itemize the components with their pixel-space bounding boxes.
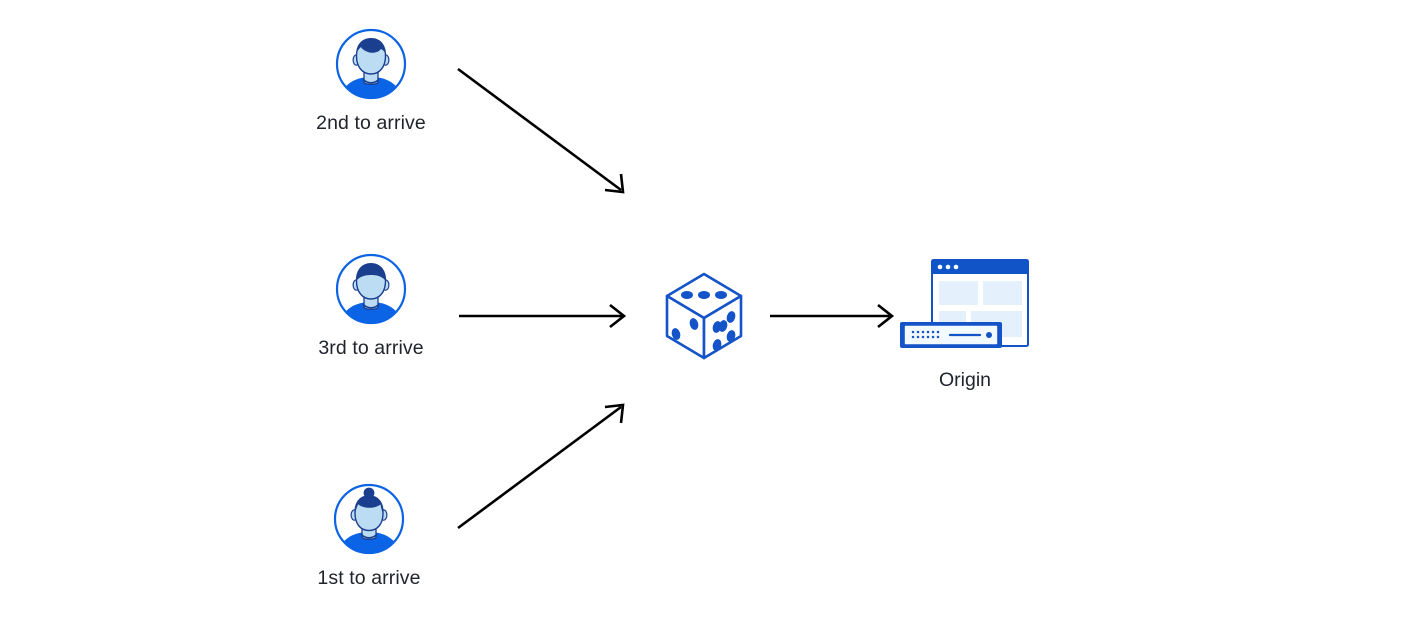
client-label-2nd: 2nd to arrive [316,112,426,134]
user-avatar-icon [334,27,408,101]
client-node-2nd[interactable]: 2nd to arrive [296,27,446,134]
arrow-1st-to-dice [457,403,625,530]
origin-graphic [895,256,1035,361]
arrow-dice-to-origin [770,303,895,329]
arrow-2nd-to-dice [457,67,625,194]
dice-right-pips [712,311,736,351]
dice-top-pips [681,291,727,299]
user-avatar-icon [334,252,408,326]
client-label-3rd: 3rd to arrive [318,337,424,359]
client-node-3rd[interactable]: 3rd to arrive [296,252,446,359]
origin-node[interactable]: Origin [895,256,1035,392]
dice-left-pips [671,318,699,340]
user-avatar-icon [332,482,406,556]
server-appliance-icon [900,322,1002,348]
arrow-3rd-to-dice [459,303,627,329]
client-label-1st: 1st to arrive [317,567,421,589]
client-node-1st[interactable]: 1st to arrive [294,482,444,589]
dice-icon[interactable] [661,270,747,367]
origin-label: Origin [938,369,992,391]
